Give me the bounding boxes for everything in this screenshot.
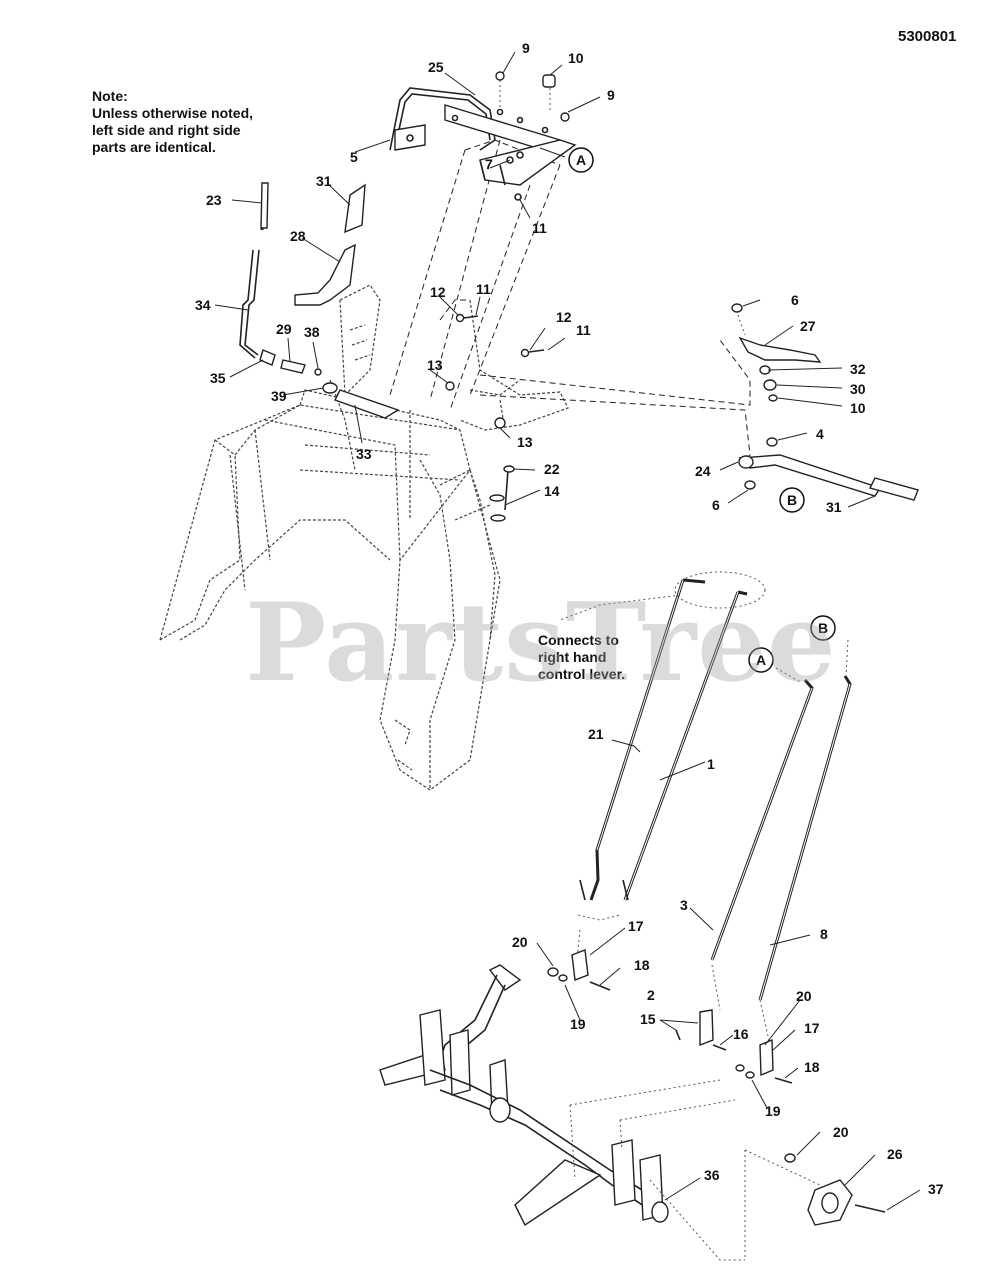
handle-post-outline <box>389 139 751 461</box>
part-label: 38 <box>304 324 320 340</box>
part-number-labels: 9 10 25 9 5 7 11 31 23 28 12 11 34 29 38… <box>195 40 944 1197</box>
part-label: 24 <box>695 463 711 479</box>
part-label: 3 <box>680 897 688 913</box>
part-label: 22 <box>544 461 560 477</box>
upper-handle-assembly <box>389 71 577 201</box>
part-label: 9 <box>522 40 530 56</box>
part-label: 20 <box>512 934 528 950</box>
part-label: 32 <box>850 361 866 377</box>
part-label: 16 <box>733 1026 749 1042</box>
part-label: 6 <box>791 292 799 308</box>
part-label: 29 <box>276 321 292 337</box>
part-label: 33 <box>356 446 372 462</box>
part-label: 4 <box>816 426 824 442</box>
part-label: 11 <box>532 220 547 236</box>
note-line: Unless otherwise noted, <box>92 105 254 121</box>
lower-linkage-hardware <box>547 949 796 1163</box>
ref-circle-b-lower <box>810 615 836 641</box>
callout-line: right hand <box>538 649 607 665</box>
part-label: 15 <box>640 1011 656 1027</box>
part-label: 13 <box>517 434 533 450</box>
part-label: 6 <box>712 497 720 513</box>
part-label: 30 <box>850 381 866 397</box>
callout-line: Connects to <box>538 632 619 648</box>
pedal-cross-shaft <box>379 964 669 1227</box>
part-label: 21 <box>588 726 604 742</box>
part-label: 12 <box>430 284 446 300</box>
part-label: 28 <box>290 228 306 244</box>
part-label: 31 <box>316 173 332 189</box>
reference-markers: A B A B <box>568 147 836 673</box>
callout-line: control lever. <box>538 666 626 682</box>
part-label: 23 <box>206 192 222 208</box>
ref-b-right-label: B <box>787 492 797 508</box>
ref-a-top-label: A <box>576 152 586 168</box>
part-label: 10 <box>568 50 584 66</box>
part-label: 13 <box>427 357 443 373</box>
part-label: 10 <box>850 400 866 416</box>
part-label: 1 <box>707 756 715 772</box>
ref-circle-a-lower <box>748 647 774 673</box>
left-lever-assembly <box>239 182 400 419</box>
part-label: 18 <box>804 1059 820 1075</box>
part-label: 7 <box>485 156 493 172</box>
part-label: 31 <box>826 499 842 515</box>
part-label: 2 <box>647 987 655 1003</box>
part-label: 25 <box>428 59 444 75</box>
note-heading: Note: <box>92 88 128 104</box>
part-label: 17 <box>628 918 644 934</box>
document-id: 5300801 <box>898 28 957 45</box>
ref-circle-b-right <box>779 487 805 513</box>
mower-frame-outline <box>159 284 569 791</box>
part-label: 26 <box>887 1146 903 1162</box>
part-label: 19 <box>765 1103 781 1119</box>
small-hardware <box>445 313 545 429</box>
part-label: 20 <box>796 988 812 1004</box>
ref-b-lower-label: B <box>818 620 828 636</box>
ref-circle-a-top <box>568 147 594 173</box>
center-bolt-stack <box>489 465 515 522</box>
note-line: left side and right side <box>92 122 241 138</box>
note-line: parts are identical. <box>92 139 216 155</box>
ref-a-lower-label: A <box>756 652 766 668</box>
part-label: 9 <box>607 87 615 103</box>
watermark-logo: PartsTree <box>245 580 837 706</box>
note-block: Note: Unless otherwise noted, left side … <box>92 88 253 156</box>
part-label: 12 <box>556 309 572 325</box>
leader-lines <box>214 51 921 1211</box>
part-label: 11 <box>476 281 491 297</box>
part-label: 34 <box>195 297 211 313</box>
part-label: 11 <box>576 322 591 338</box>
right-lever-assembly <box>731 303 919 501</box>
part-label: 8 <box>820 926 828 942</box>
part-label: 18 <box>634 957 650 973</box>
part-label: 27 <box>800 318 816 334</box>
part-label: 17 <box>804 1020 820 1036</box>
part-label: 14 <box>544 483 560 499</box>
part-label: 5 <box>350 149 358 165</box>
bearing-flange <box>569 1079 886 1261</box>
part-label: 37 <box>928 1181 944 1197</box>
part-label: 39 <box>271 388 287 404</box>
part-label: 20 <box>833 1124 849 1140</box>
part-label: 36 <box>704 1167 720 1183</box>
part-label: 19 <box>570 1016 586 1032</box>
part-label: 35 <box>210 370 226 386</box>
connection-callout: Connects to right hand control lever. <box>538 632 625 683</box>
